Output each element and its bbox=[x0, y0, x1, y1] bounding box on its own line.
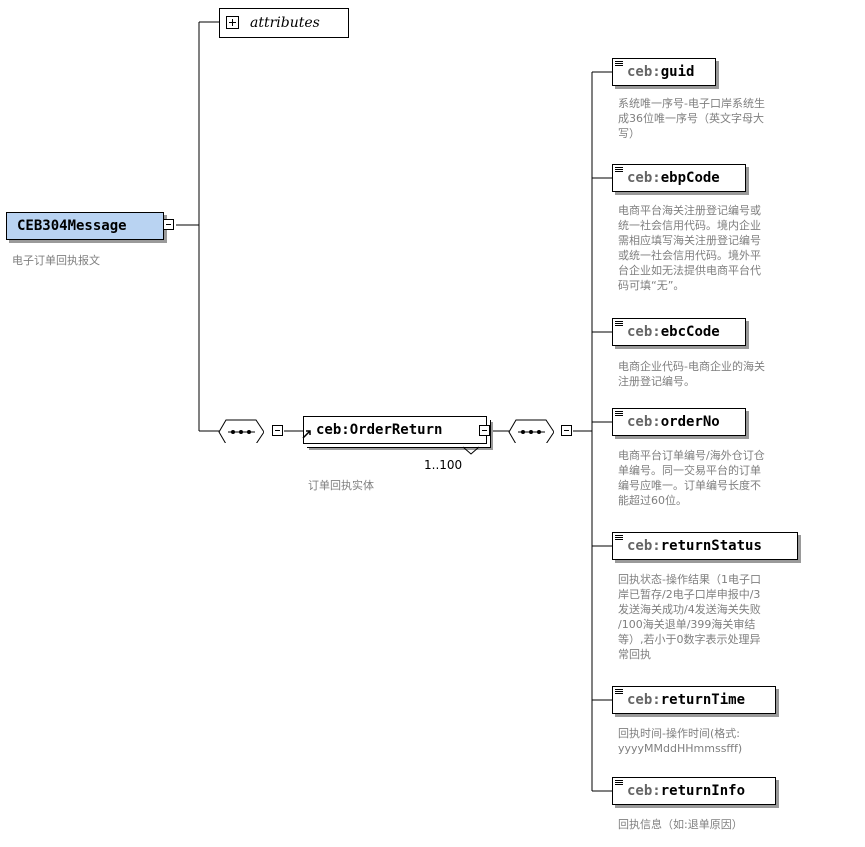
expand-icon[interactable] bbox=[226, 16, 239, 29]
element-returnInfo[interactable]: ceb:returnInfo bbox=[612, 777, 776, 805]
collapse-icon[interactable] bbox=[479, 425, 490, 436]
element-icon bbox=[615, 321, 623, 327]
namespace-prefix: ceb bbox=[316, 422, 342, 438]
element-name: returnInfo bbox=[660, 783, 746, 799]
element-name: orderNo bbox=[660, 414, 720, 430]
element-icon bbox=[615, 535, 623, 541]
occurrence-marker bbox=[462, 446, 480, 455]
element-guid[interactable]: ceb:guid bbox=[612, 58, 716, 86]
element-ebcCode[interactable]: ceb:ebcCode bbox=[612, 318, 746, 346]
element-icon bbox=[615, 780, 623, 786]
collapse-icon[interactable] bbox=[272, 425, 283, 436]
element-description: 回执时间-操作时间(格式:yyyyMMddHHmmssfff) bbox=[618, 727, 743, 755]
element-name: ebpCode bbox=[660, 170, 720, 186]
element-icon bbox=[615, 61, 623, 67]
order-return-element[interactable]: ceb:OrderReturn bbox=[302, 416, 487, 444]
collapse-icon[interactable] bbox=[163, 219, 174, 230]
element-returnStatus[interactable]: ceb:returnStatus bbox=[612, 532, 798, 560]
element-orderNo[interactable]: ceb:orderNo bbox=[612, 408, 746, 436]
root-element-name: CEB304Message bbox=[17, 218, 127, 234]
element-ebpCode[interactable]: ceb:ebpCode bbox=[612, 164, 746, 192]
order-return-name: OrderReturn bbox=[349, 422, 443, 438]
element-description: 系统唯一序号-电子口岸系统生成36位唯一序号（英文字母大写） bbox=[618, 97, 765, 140]
collapse-icon[interactable] bbox=[561, 425, 572, 436]
element-description: 电商企业代码-电商企业的海关注册登记编号。 bbox=[618, 360, 765, 388]
sequence-compositor-icon bbox=[508, 419, 554, 443]
root-element[interactable]: CEB304Message bbox=[6, 212, 164, 240]
element-name: returnTime bbox=[660, 692, 746, 708]
element-description: 回执信息（如:退单原因） bbox=[618, 818, 743, 831]
element-name: returnStatus bbox=[660, 538, 762, 554]
element-icon bbox=[615, 689, 623, 695]
element-description: 电商平台海关注册登记编号或统一社会信用代码。境内企业需相应填写海关注册登记编号或… bbox=[618, 204, 761, 292]
element-icon bbox=[615, 167, 623, 173]
element-returnTime[interactable]: ceb:returnTime bbox=[612, 686, 776, 714]
element-name: ebcCode bbox=[660, 324, 720, 340]
order-return-description: 订单回执实体 bbox=[308, 479, 374, 492]
root-description: 电子订单回执报文 bbox=[12, 254, 100, 267]
element-name: guid bbox=[660, 64, 695, 80]
sequence-compositor-icon bbox=[218, 419, 264, 443]
attributes-label: attributes bbox=[250, 15, 320, 31]
attributes-box[interactable]: attributes bbox=[219, 8, 349, 38]
element-description: 电商平台订单编号/海外仓订仓单编号。同一交易平台的订单编号应唯一。订单编号长度不… bbox=[618, 449, 765, 507]
reference-arrow-icon bbox=[302, 430, 311, 439]
element-icon bbox=[615, 411, 623, 417]
occurrence-label: 1..100 bbox=[424, 458, 463, 472]
